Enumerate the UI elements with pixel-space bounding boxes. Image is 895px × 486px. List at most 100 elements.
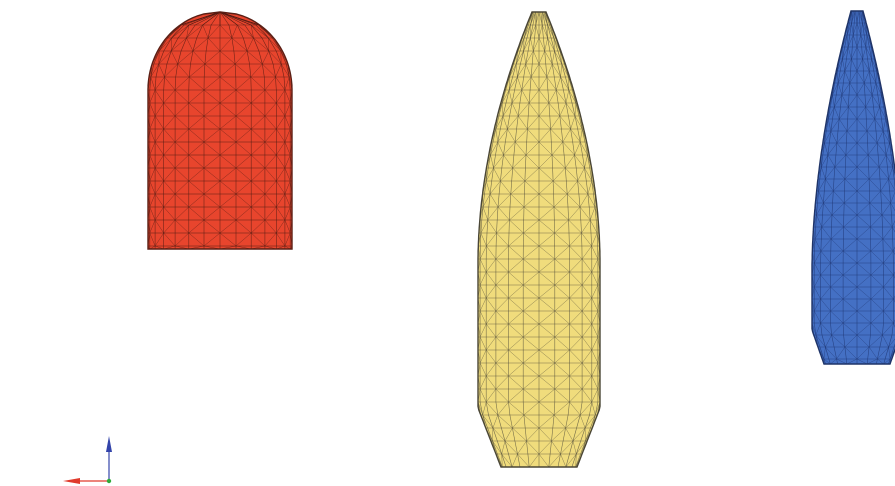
mesh-edge xyxy=(549,115,551,130)
mesh-edge xyxy=(554,284,570,299)
yellow-bullet-model[interactable] xyxy=(477,11,601,468)
red-bullet-mesh xyxy=(148,12,292,249)
mesh-edge xyxy=(836,130,839,144)
mesh-edge xyxy=(569,297,583,312)
mesh-edge xyxy=(550,128,563,143)
mesh-edge xyxy=(553,414,566,429)
mesh-edge xyxy=(497,440,502,455)
mesh-edge xyxy=(515,50,524,65)
mesh-edge xyxy=(251,232,266,247)
mesh-edge xyxy=(554,219,569,234)
mesh-edge xyxy=(189,76,205,91)
mesh-edge xyxy=(219,63,236,78)
mesh-edge xyxy=(154,180,164,195)
mesh-edge xyxy=(550,128,552,143)
mesh-edge xyxy=(870,238,884,252)
mesh-edge xyxy=(867,346,870,360)
mesh-edge xyxy=(502,102,513,117)
mesh-edge xyxy=(508,401,525,416)
mesh-edge xyxy=(574,115,578,130)
mesh-edge xyxy=(827,106,831,120)
mesh-edge xyxy=(837,58,841,72)
mesh-edge xyxy=(862,58,870,72)
mesh-edge xyxy=(876,358,878,364)
mesh-edge xyxy=(870,250,884,264)
mesh-edge xyxy=(521,76,532,91)
mesh-edge xyxy=(512,427,516,442)
mesh-edge xyxy=(581,284,593,299)
mesh-edge xyxy=(875,82,879,96)
mesh-edge xyxy=(834,154,847,168)
mesh-edge xyxy=(882,130,885,144)
mesh-edge xyxy=(514,440,518,455)
mesh-edge xyxy=(163,89,176,104)
mesh-edge xyxy=(560,76,570,91)
mesh-edge xyxy=(591,245,599,260)
mesh-edge xyxy=(844,190,858,204)
mesh-edge xyxy=(497,193,500,208)
mesh-edge xyxy=(884,346,889,360)
mesh-edge xyxy=(548,453,551,467)
mesh-edge xyxy=(584,414,596,429)
mesh-edge xyxy=(487,427,493,442)
mesh-edge xyxy=(485,167,489,182)
mesh-edge xyxy=(559,50,563,65)
mesh-edge xyxy=(554,271,570,286)
mesh-edge xyxy=(875,130,878,144)
mesh-edge xyxy=(832,94,835,108)
mesh-edge xyxy=(479,284,487,299)
mesh-edge xyxy=(219,24,233,39)
mesh-edge xyxy=(846,34,849,48)
mesh-edge xyxy=(528,102,540,117)
mesh-edge xyxy=(585,427,591,442)
mesh-edge xyxy=(842,46,849,60)
mesh-edge xyxy=(871,94,874,108)
mesh-edge xyxy=(575,167,578,182)
mesh-edge xyxy=(501,89,506,104)
mesh-edge xyxy=(192,37,209,52)
mesh-edge xyxy=(847,46,852,60)
mesh-edge xyxy=(284,180,291,195)
mesh-edge xyxy=(195,12,221,26)
mesh-edge xyxy=(575,453,577,467)
mesh-edge xyxy=(523,206,540,221)
mesh-edge xyxy=(574,154,585,169)
mesh-edge xyxy=(485,167,494,182)
mesh-edge xyxy=(524,167,540,182)
mesh-edge xyxy=(833,190,845,204)
mesh-edge xyxy=(276,193,286,208)
mesh-edge xyxy=(831,334,835,348)
mesh-edge xyxy=(202,24,209,39)
mesh-edge xyxy=(821,226,832,240)
mesh-edge xyxy=(149,193,156,208)
mesh-edge xyxy=(529,453,540,467)
mesh-edge xyxy=(581,128,586,143)
mesh-edge xyxy=(890,202,892,216)
mesh-edge xyxy=(838,118,848,132)
mesh-edge xyxy=(149,154,156,169)
mesh-edge xyxy=(841,94,849,108)
mesh-edge xyxy=(515,50,519,65)
mesh-edge xyxy=(892,166,895,180)
mesh-edge xyxy=(584,154,588,169)
mesh-edge xyxy=(188,141,205,156)
mesh-edge xyxy=(861,46,863,60)
mesh-edge xyxy=(500,167,513,182)
mesh-edge xyxy=(875,70,877,84)
mesh-edge xyxy=(567,401,570,416)
mesh-edge xyxy=(572,427,586,442)
mesh-edge xyxy=(826,118,829,132)
mesh-edge xyxy=(862,46,867,60)
mesh-edge xyxy=(850,58,852,72)
mesh-edge xyxy=(856,58,863,72)
red-bullet-model[interactable] xyxy=(147,11,293,250)
mesh-edge xyxy=(879,178,881,192)
mesh-edge xyxy=(177,50,194,65)
mesh-edge xyxy=(231,37,248,52)
mesh-edge xyxy=(235,89,252,104)
mesh-edge xyxy=(508,89,513,104)
mesh-edge xyxy=(827,142,838,156)
blue-bullet-model[interactable] xyxy=(811,10,895,365)
